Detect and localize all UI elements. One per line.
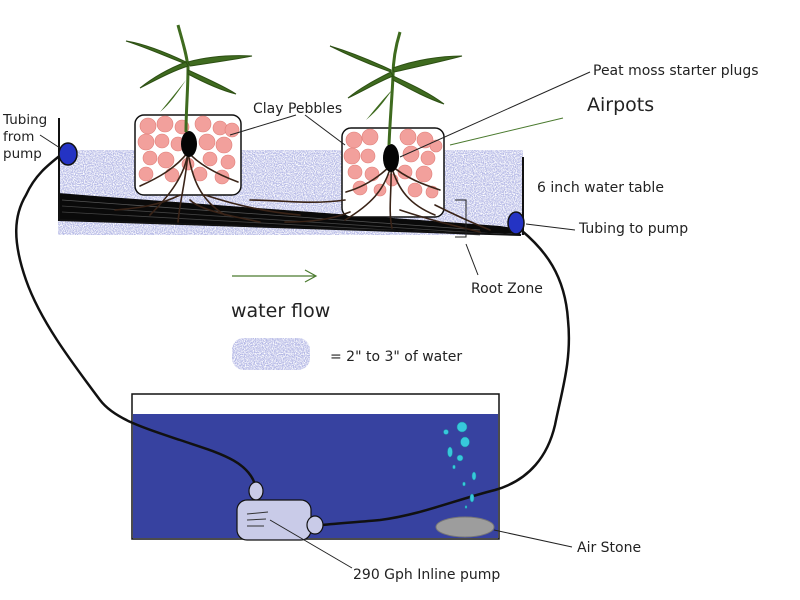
label-air-stone: Air Stone [577, 540, 642, 556]
leader-lines [39, 71, 591, 569]
label-root-zone: Root Zone [471, 281, 543, 297]
pump-side-nozzle [306, 515, 324, 535]
plant-right [329, 31, 463, 146]
leaf [392, 75, 445, 105]
water-table [57, 118, 524, 236]
leaf [139, 61, 189, 89]
inlet-fitting [58, 142, 78, 166]
leader-tubing-to-pump [525, 223, 576, 231]
inline-pump [236, 481, 324, 541]
root-zone-bracket [455, 199, 467, 238]
leaf [187, 55, 253, 67]
leaf [160, 80, 186, 112]
leader-clay-pebbles-left [229, 114, 297, 136]
label-tubing-from-pump: Tubing from pump [3, 112, 48, 162]
label-clay-pebbles: Clay Pebbles [253, 101, 343, 117]
label-water-table: 6 inch water table [537, 180, 664, 196]
leaf [366, 90, 392, 120]
leader-peat-moss [399, 71, 591, 158]
pump-top-nozzle [248, 481, 264, 501]
leader-clay-pebbles-right [304, 114, 346, 146]
leader-airpots [449, 117, 564, 146]
water-legend-swatch [232, 338, 310, 370]
air-bubbles [443, 421, 477, 509]
leaf [187, 69, 237, 95]
leader-inline-pump [269, 519, 353, 569]
airpot-left [114, 114, 301, 223]
right-arrow-icon [232, 269, 318, 283]
air-stone [435, 516, 495, 538]
tubing-to-pump-line [320, 228, 571, 527]
label-airpots: Airpots [587, 94, 655, 116]
peat-plug-left [181, 131, 197, 157]
clay-pebbles-left [137, 115, 240, 185]
label-peat-moss: Peat moss starter plugs [593, 63, 759, 79]
plant-left [125, 24, 253, 133]
leader-root-zone [465, 243, 479, 276]
peat-plug-right [383, 144, 399, 172]
outlet-fitting [507, 211, 525, 235]
label-tubing-to-pump: Tubing to pump [579, 221, 689, 237]
label-inline-pump: 290 Gph Inline pump [353, 567, 501, 583]
tubing [15, 152, 571, 527]
leaf [347, 71, 394, 99]
label-water-flow: water flow [231, 300, 331, 322]
leaf [125, 40, 187, 65]
leader-air-stone [493, 529, 573, 548]
roots-left [114, 151, 301, 223]
airpot-right [249, 127, 491, 233]
tubing-from-pump-line [15, 152, 258, 490]
reservoir [131, 393, 500, 540]
label-water-legend: = 2" to 3" of water [330, 349, 463, 365]
leaf [329, 45, 392, 73]
tray-bottom-edge [57, 219, 522, 236]
reservoir-water [133, 414, 498, 538]
leader-tubing-from-pump [39, 134, 61, 149]
leaf [392, 55, 463, 73]
